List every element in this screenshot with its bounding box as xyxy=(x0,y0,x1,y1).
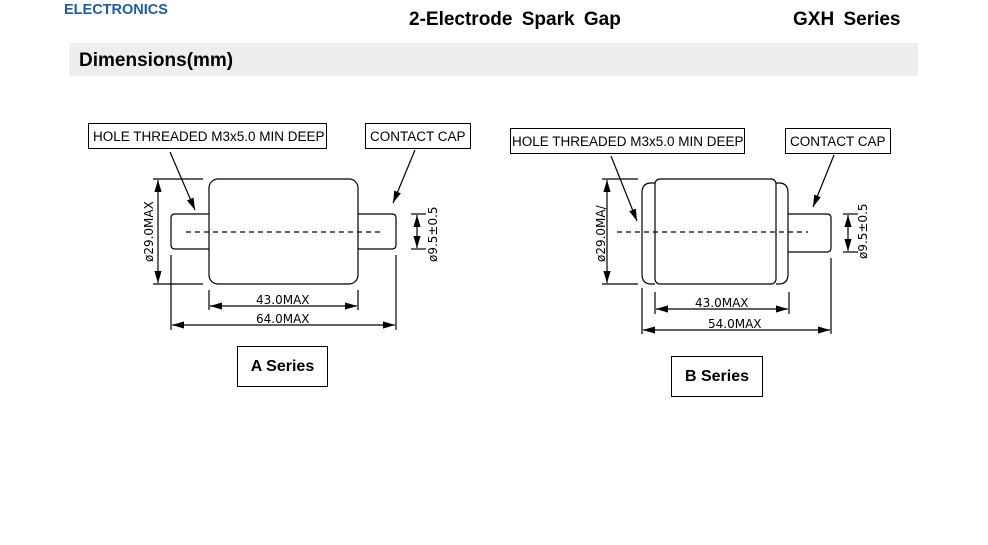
b-hole-callout: HOLE THREADED M3x5.0 MIN DEEP xyxy=(510,128,745,154)
b-cap-callout: CONTACT CAP xyxy=(785,128,891,154)
a-cap-callout: CONTACT CAP xyxy=(365,123,471,149)
section-title: Dimensions(mm) xyxy=(79,50,234,71)
b-left-flange xyxy=(641,182,655,285)
a-total-length-label: 64.0MAX xyxy=(256,312,310,326)
document-title: 2-Electrode Spark Gap xyxy=(409,9,621,30)
a-left-cap xyxy=(170,213,209,250)
document-series: GXH Series xyxy=(793,9,901,30)
b-right-cap xyxy=(788,213,832,253)
a-body-length-label: 43.0MAX xyxy=(256,293,310,307)
b-cap-leader xyxy=(812,154,835,208)
b-total-length-label: 54.0MAX xyxy=(708,317,762,331)
b-right-flange xyxy=(776,182,789,285)
a-cap-leader xyxy=(392,149,416,204)
a-right-cap xyxy=(358,213,397,250)
a-diameter-label: ø29.0MAX xyxy=(142,201,156,262)
b-series-drawing xyxy=(602,154,858,334)
b-series-label: B Series xyxy=(671,356,763,397)
b-diameter-label: ø29.0MA/ xyxy=(594,204,608,262)
a-hole-callout: HOLE THREADED M3x5.0 MIN DEEP xyxy=(88,123,327,149)
a-series-drawing xyxy=(153,149,426,330)
a-series-label: A Series xyxy=(237,346,328,387)
b-cap-diameter-label: ø9.5±0.5 xyxy=(856,203,870,259)
a-hole-leader xyxy=(169,151,196,211)
section-header-bar: Dimensions(mm) xyxy=(69,43,918,76)
brand-logo-text: ELECTRONICS xyxy=(64,2,168,18)
b-body-length-label: 43.0MAX xyxy=(695,296,749,310)
b-hole-leader xyxy=(610,155,638,222)
a-cap-diameter-label: ø9.5±0.5 xyxy=(426,206,440,262)
